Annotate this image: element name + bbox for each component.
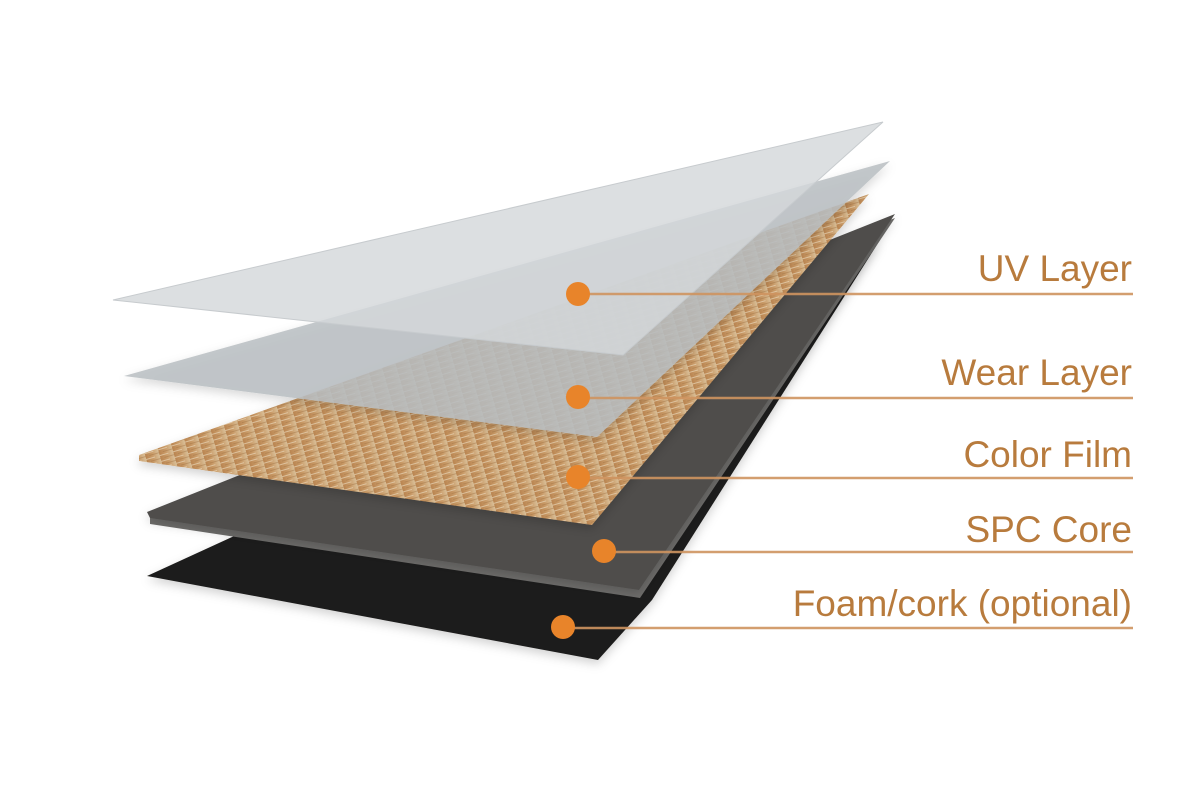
wear-layer-marker-dot — [566, 385, 590, 409]
uv-layer-shape — [112, 121, 884, 356]
uv-layer-label: UV Layer — [977, 248, 1132, 289]
spc-core-marker-dot — [592, 539, 616, 563]
color-film-marker-dot — [566, 465, 590, 489]
wear-layer-label: Wear Layer — [941, 352, 1132, 393]
foam-cork-label: Foam/cork (optional) — [792, 583, 1132, 624]
uv-layer-marker-dot — [566, 282, 590, 306]
spc-core-label: SPC Core — [965, 509, 1132, 550]
foam-marker-dot — [551, 615, 575, 639]
color-film-label: Color Film — [963, 434, 1132, 475]
